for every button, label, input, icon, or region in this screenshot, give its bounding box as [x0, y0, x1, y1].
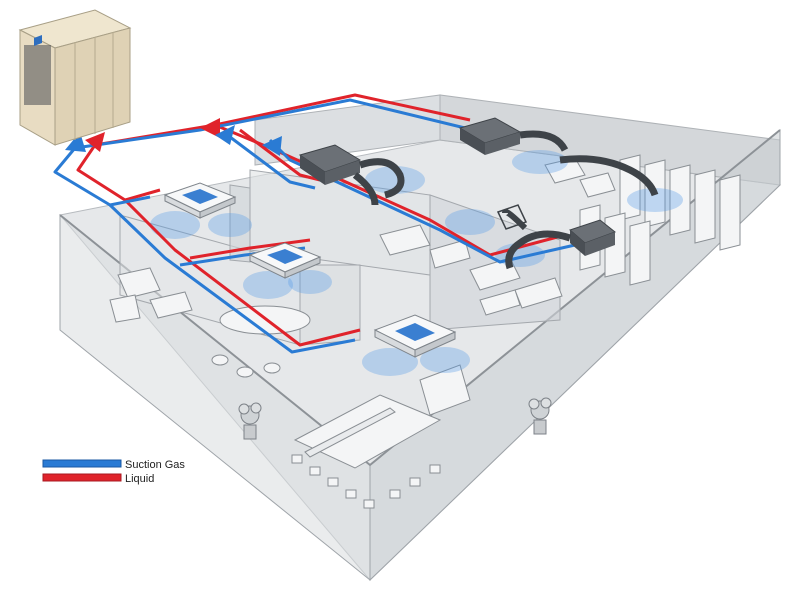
legend-label-suction: Suction Gas — [125, 459, 185, 471]
partition-wall-5 — [229, 184, 251, 263]
suction-flow-arrow — [262, 136, 282, 156]
suction-flow-arrow — [215, 125, 235, 145]
potted-plant-icon — [528, 397, 552, 435]
ceiling-cassette-icon — [248, 242, 322, 279]
ceiling-cassette-icon — [373, 314, 457, 358]
legend-swatch-liquid — [42, 473, 122, 482]
legend: Suction Gas Liquid — [42, 459, 185, 485]
potted-plant-icon — [238, 402, 262, 440]
liquid-flow-arrow — [85, 132, 105, 152]
back-wall-left — [254, 94, 441, 166]
suction-gas-pipe — [53, 98, 576, 354]
legend-swatch-suction — [42, 459, 122, 468]
ducted-fan-coil-icon — [298, 144, 405, 206]
liquid-flow-arrow — [200, 118, 220, 138]
ducted-fan-coil-icon — [458, 117, 659, 197]
ducted-fan-coil-icon — [496, 204, 617, 270]
outdoor-condenser-icon — [18, 9, 132, 146]
ceiling-cassette-icon — [163, 182, 237, 219]
legend-label-liquid: Liquid — [125, 473, 154, 485]
furniture — [109, 154, 741, 509]
